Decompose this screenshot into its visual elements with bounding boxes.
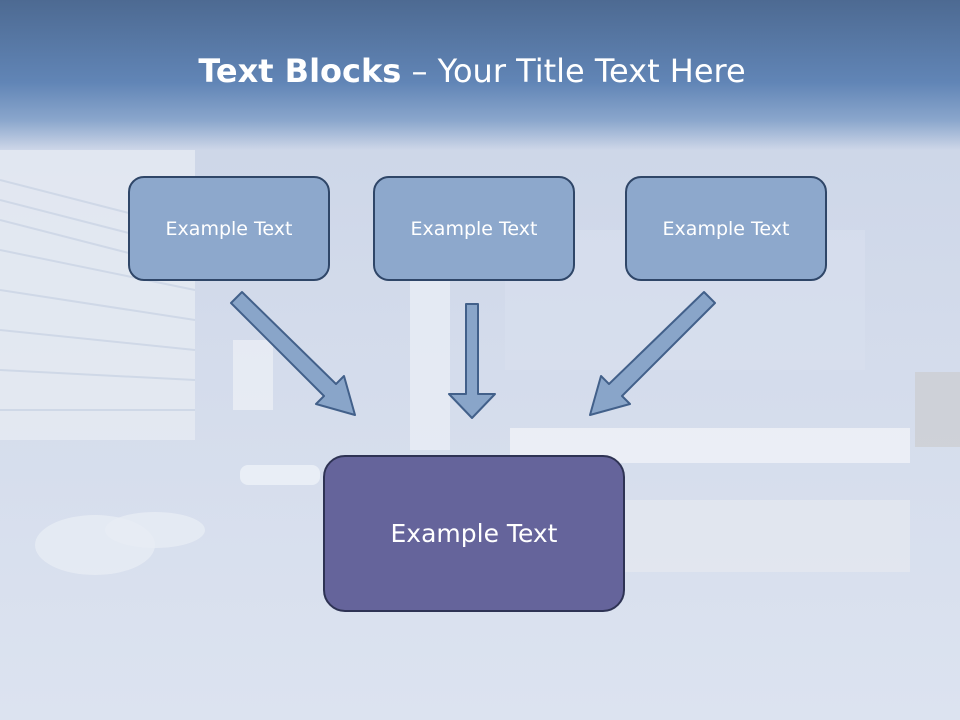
title-dash: – [401,52,438,90]
text-block-top-center-label: Example Text [410,217,538,240]
title-bold: Text Blocks [198,52,402,90]
arrow-right [589,291,716,416]
arrow-left [230,291,356,416]
slide-title: Text Blocks – Your Title Text Here [0,52,944,90]
text-block-top-left: Example Text [128,176,330,281]
text-block-top-right: Example Text [625,176,827,281]
title-bar [0,0,960,150]
text-block-top-right-label: Example Text [662,217,790,240]
text-block-top-left-label: Example Text [165,217,293,240]
arrow-center [448,303,496,419]
text-block-top-center: Example Text [373,176,575,281]
title-rest: Your Title Text Here [437,52,746,90]
text-block-bottom: Example Text [323,455,625,612]
text-block-bottom-label: Example Text [390,519,558,548]
